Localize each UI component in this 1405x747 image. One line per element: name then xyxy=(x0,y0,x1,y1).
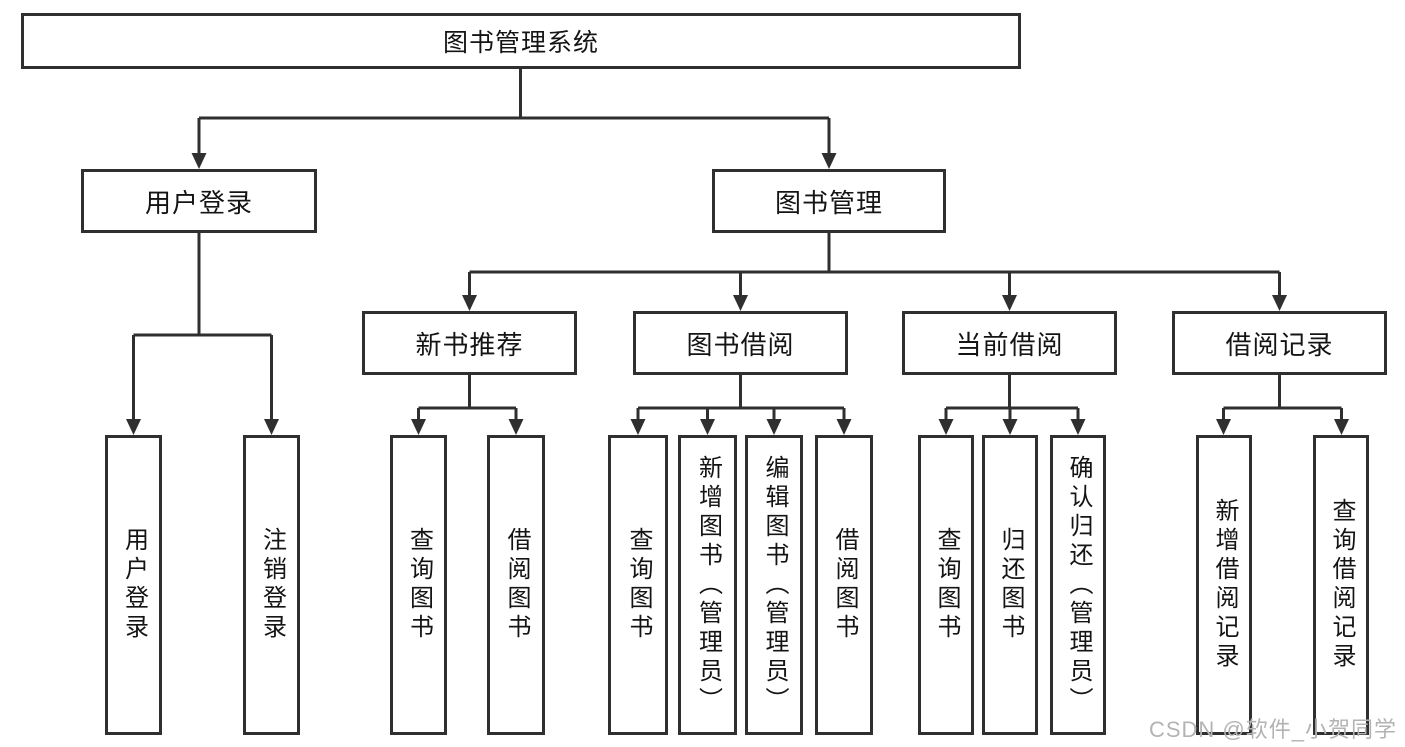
leaf-query-books-current: 查询图书 xyxy=(918,435,974,735)
leaf-confirm-return-admin-label: 确认归还（管理员） xyxy=(1065,454,1092,716)
leaf-add-borrow-record: 新增借阅记录 xyxy=(1196,435,1252,735)
leaf-query-borrow-record-label: 查询借阅记录 xyxy=(1328,498,1355,672)
node-root-system: 图书管理系统 xyxy=(21,13,1021,69)
leaf-query-books-recommend: 查询图书 xyxy=(390,435,447,735)
leaf-query-books-borrow: 查询图书 xyxy=(608,435,668,735)
node-user-login: 用户登录 xyxy=(81,169,317,233)
leaf-return-book: 归还图书 xyxy=(982,435,1038,735)
leaf-add-book-admin-label: 新增图书（管理员） xyxy=(694,454,722,716)
node-book-management: 图书管理 xyxy=(712,169,946,233)
leaf-query-borrow-record: 查询借阅记录 xyxy=(1313,435,1369,735)
leaf-query-books-current-label: 查询图书 xyxy=(933,527,960,643)
leaf-user-login-label: 用户登录 xyxy=(120,527,148,643)
node-new-book-recommendation: 新书推荐 xyxy=(362,311,577,375)
leaf-borrow-books-borrow: 借阅图书 xyxy=(815,435,873,735)
node-book-borrowing: 图书借阅 xyxy=(633,311,848,375)
leaf-add-book-admin: 新增图书（管理员） xyxy=(678,435,737,735)
leaf-query-books-borrow-label: 查询图书 xyxy=(625,527,652,643)
leaf-borrow-books-recommend-label: 借阅图书 xyxy=(503,527,530,643)
leaf-borrow-books-borrow-label: 借阅图书 xyxy=(831,527,858,643)
leaf-return-book-label: 归还图书 xyxy=(997,527,1024,643)
leaf-logout-label: 注销登录 xyxy=(258,527,286,643)
leaf-add-borrow-record-label: 新增借阅记录 xyxy=(1211,498,1238,672)
csdn-watermark: CSDN @软件_小贺同学 xyxy=(1148,717,1397,742)
leaf-confirm-return-admin: 确认归还（管理员） xyxy=(1050,435,1106,735)
leaf-logout: 注销登录 xyxy=(243,435,300,735)
leaf-user-login: 用户登录 xyxy=(105,435,162,735)
node-current-borrowing: 当前借阅 xyxy=(902,311,1117,375)
leaf-edit-book-admin: 编辑图书（管理员） xyxy=(745,435,803,735)
node-borrowing-records: 借阅记录 xyxy=(1172,311,1387,375)
leaf-query-books-recommend-label: 查询图书 xyxy=(405,527,433,643)
leaf-edit-book-admin-label: 编辑图书（管理员） xyxy=(761,454,788,716)
leaf-borrow-books-recommend: 借阅图书 xyxy=(487,435,545,735)
